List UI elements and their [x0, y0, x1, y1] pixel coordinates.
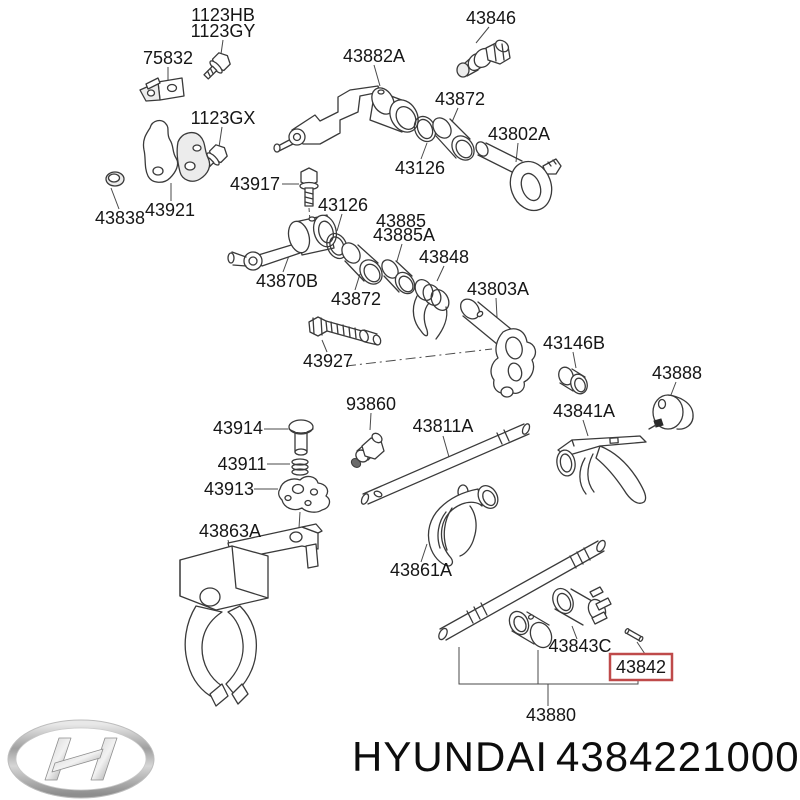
part-43882a-bracket	[273, 85, 419, 153]
part-43848-spring	[412, 279, 450, 340]
part-43838-cap	[105, 171, 125, 187]
leader-43803a	[495, 297, 498, 318]
logo-slanted-h-icon	[44, 737, 118, 781]
part-43842-pin	[624, 628, 644, 642]
part-label-43913: 43913	[204, 479, 254, 499]
leader-43872-top	[451, 107, 459, 123]
leader-43126-top	[420, 142, 428, 160]
part-43911-spring	[291, 458, 309, 476]
part-labels: 1123HB 1123GY 75832 1123GX 43882A 43846 …	[95, 5, 702, 725]
leader-43841a	[582, 419, 589, 437]
part-label-1123hb: 1123HB	[191, 5, 255, 25]
leader-43885a	[396, 243, 403, 262]
highlight-box-43842	[608, 652, 674, 682]
part-43846-plug	[456, 39, 511, 78]
leader-43882a	[373, 64, 381, 87]
part-label-43872-mid: 43872	[331, 289, 381, 309]
part-43870b-lever	[227, 214, 338, 271]
part-43863a-fork	[179, 523, 323, 707]
part-label-1123gy: 1123GY	[191, 21, 256, 41]
part-number-text: 4384221000	[556, 733, 800, 780]
part-43803a-housing	[459, 298, 537, 398]
part-label-75832: 75832	[143, 48, 193, 68]
part-label-43911: 43911	[218, 454, 267, 474]
leader-1123	[220, 39, 224, 55]
dash-43913-to-fork	[298, 511, 301, 529]
part-43811a-shaft	[360, 423, 531, 505]
part-label-43811a: 43811A	[413, 416, 474, 436]
part-label-43838: 43838	[95, 208, 145, 228]
leader-43146b	[572, 351, 577, 369]
part-label-93860: 93860	[346, 394, 396, 414]
bracket-43880	[458, 647, 639, 706]
part-43843c-sleeve	[552, 586, 612, 626]
part-label-43803a: 43803A	[467, 279, 529, 299]
part-43921-clamp	[142, 119, 211, 183]
part-43146b-bushing	[558, 366, 588, 395]
leader-43838	[110, 187, 120, 210]
leader-43842	[636, 641, 646, 655]
part-43872-sleeve-mid	[341, 242, 383, 285]
part-label-43882a: 43882A	[343, 46, 405, 66]
part-43914-pin	[288, 419, 314, 456]
part-label-43927: 43927	[303, 351, 353, 371]
leader-lines	[110, 26, 677, 706]
part-43888-stopper	[648, 394, 694, 430]
part-label-43872-top: 43872	[435, 89, 485, 109]
part-43880-shaft	[438, 539, 606, 641]
part-43917-bolt	[299, 167, 319, 207]
leader-43126-mid	[336, 213, 343, 232]
part-75832-bracket	[139, 77, 185, 102]
leader-93860	[369, 412, 372, 431]
part-label-43802a: 43802A	[488, 124, 550, 144]
part-label-43888: 43888	[652, 363, 702, 383]
part-label-43126-mid: 43126	[318, 195, 368, 215]
part-label-43126-top: 43126	[395, 158, 445, 178]
part-label-43841a: 43841A	[553, 401, 615, 421]
part-43126-oring-mid	[326, 232, 348, 260]
leader-43811a	[442, 435, 450, 458]
logo-oval-icon	[8, 720, 154, 798]
leader-43861a	[420, 543, 428, 563]
part-label-43843c: 43843C	[548, 636, 611, 656]
part-43802a-tube	[475, 141, 562, 212]
part-43841a-fork	[556, 435, 647, 504]
part-93860-switch	[350, 432, 385, 468]
part-1123gy-bolt	[203, 52, 231, 80]
part-label-43861a: 43861A	[390, 560, 452, 580]
part-label-43146b: 43146B	[543, 333, 605, 353]
leader-1123gx	[218, 126, 223, 148]
part-label-43842: 43842	[616, 657, 666, 677]
centerline-43927	[345, 348, 493, 367]
part-43927-plunger	[308, 316, 382, 346]
part-label-43885a: 43885A	[373, 225, 435, 245]
part-label-1123gx: 1123GX	[191, 108, 256, 128]
part-label-43863a: 43863A	[199, 521, 261, 541]
part-label-43885: 43885	[376, 211, 426, 231]
leader-43927	[321, 339, 328, 353]
part-label-43914: 43914	[213, 418, 263, 438]
leader-43846	[475, 26, 490, 44]
part-label-43917: 43917	[230, 174, 280, 194]
leader-43848	[436, 265, 445, 282]
part-43913-plate	[278, 475, 331, 513]
part-label-43880: 43880	[526, 705, 576, 725]
hyundai-logo	[7, 719, 155, 799]
brand-text: HYUNDAI	[352, 733, 548, 780]
part-43861a-fork	[427, 484, 499, 567]
part-label-43921: 43921	[145, 200, 195, 220]
part-label-43848: 43848	[419, 247, 469, 267]
part-43872-sleeve-top	[432, 117, 475, 161]
part-label-43870b: 43870B	[256, 271, 318, 291]
leader-43843c	[571, 625, 578, 640]
part-43885-sleeve	[381, 259, 416, 295]
part-43880-bushing	[508, 610, 553, 649]
part-label-43846: 43846	[466, 8, 516, 28]
